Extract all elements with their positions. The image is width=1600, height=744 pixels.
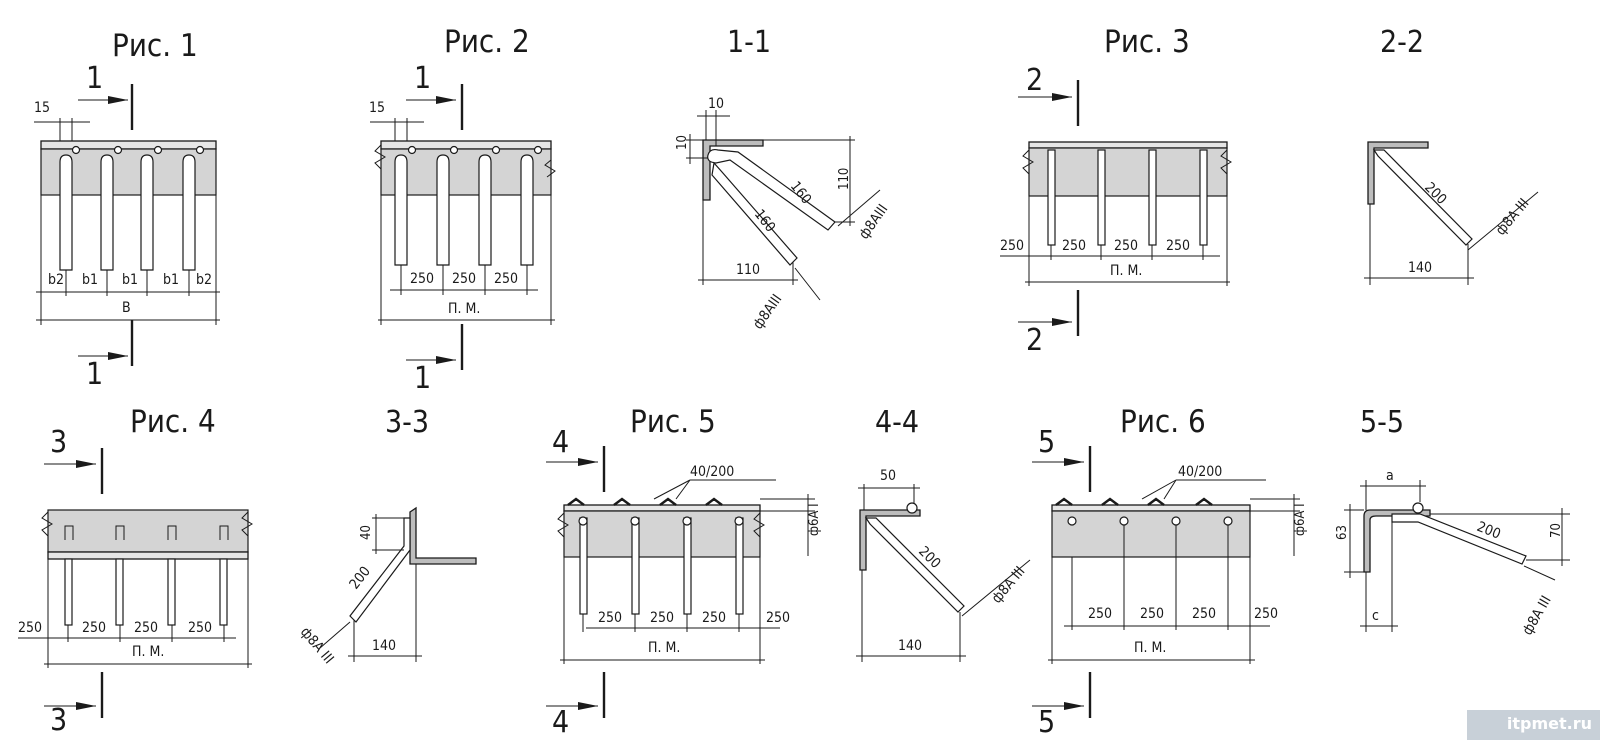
section-4-4-title: 4-4 (875, 405, 919, 440)
cut-mark-1-top: 1 (86, 61, 103, 96)
svg-text:70: 70 (1549, 523, 1564, 538)
svg-text:ф8А III: ф8А III (1493, 196, 1533, 239)
svg-text:250: 250 (1140, 606, 1164, 622)
svg-text:250: 250 (1088, 606, 1112, 622)
svg-text:40: 40 (359, 525, 374, 540)
svg-text:250: 250 (1192, 606, 1216, 622)
cut-mark-1-bottom: 1 (86, 357, 103, 392)
svg-text:250: 250 (650, 610, 674, 626)
svg-text:40/200: 40/200 (690, 464, 734, 480)
anchor-bars (59, 145, 205, 271)
figure-2: Рис. 2 1 1 15 250 250 250 П. М. (369, 24, 556, 396)
svg-text:b1: b1 (82, 272, 98, 288)
svg-text:П. М.: П. М. (1110, 263, 1142, 279)
svg-text:b1: b1 (163, 272, 179, 288)
section-3-3: 3-3 40 200 140 ф8А III (297, 405, 477, 667)
figure-5: Рис. 5 4 4 40/200 ф6А I 250 250 250 250 … (546, 404, 822, 740)
svg-text:ф8А III: ф8А III (989, 564, 1029, 607)
svg-text:a: a (1386, 468, 1394, 484)
svg-text:250: 250 (410, 271, 434, 287)
section-3-3-title: 3-3 (385, 405, 429, 440)
svg-text:ф8АIII: ф8АIII (856, 202, 891, 243)
svg-text:40/200: 40/200 (1178, 464, 1222, 480)
figure-6-title: Рис. 6 (1120, 404, 1206, 440)
anchor-bars (394, 145, 543, 266)
svg-text:3: 3 (50, 425, 67, 460)
svg-text:1: 1 (414, 361, 431, 396)
angle-plate (40, 140, 217, 150)
svg-text:ф8А III: ф8А III (297, 624, 337, 667)
svg-text:B: B (122, 300, 131, 316)
svg-text:10: 10 (675, 135, 690, 150)
figure-4-title: Рис. 4 (130, 404, 216, 440)
section-2-2-title: 2-2 (1380, 25, 1424, 60)
svg-text:ф6А I: ф6А I (807, 503, 822, 536)
svg-text:250: 250 (18, 620, 42, 636)
svg-text:ф8АIII: ф8АIII (750, 292, 785, 333)
figure-5-title: Рис. 5 (630, 404, 716, 440)
svg-text:ф8А III: ф8А III (1520, 593, 1555, 638)
anchor-bars (1067, 516, 1233, 557)
svg-text:250: 250 (134, 620, 158, 636)
watermark-text: itpmet.ru (1506, 714, 1592, 733)
svg-text:4: 4 (552, 425, 569, 460)
svg-text:250: 250 (1062, 238, 1086, 254)
svg-text:250: 250 (1000, 238, 1024, 254)
svg-text:10: 10 (708, 96, 724, 112)
svg-text:250: 250 (1166, 238, 1190, 254)
svg-text:b2: b2 (196, 272, 212, 288)
svg-text:50: 50 (880, 468, 896, 484)
figure-2-title: Рис. 2 (444, 24, 530, 60)
svg-text:15: 15 (34, 100, 50, 116)
svg-text:2: 2 (1026, 323, 1043, 358)
svg-text:c: c (1372, 608, 1379, 624)
svg-text:5: 5 (1038, 425, 1055, 460)
watermark-badge: itpmet.ru (1467, 710, 1600, 740)
svg-text:250: 250 (494, 271, 518, 287)
svg-text:15: 15 (369, 100, 385, 116)
figure-4: Рис. 4 3 3 250 250 250 250 П. М. (18, 404, 253, 738)
svg-text:250: 250 (188, 620, 212, 636)
section-5-5-title: 5-5 (1360, 405, 1404, 440)
svg-text:250: 250 (702, 610, 726, 626)
section-1-1: 1-1 10 10 110 160 160 110 ф8АIII ф8АIII (675, 25, 891, 332)
svg-text:5: 5 (1038, 705, 1055, 740)
section-1-1-title: 1-1 (727, 25, 771, 60)
figure-3-title: Рис. 3 (1104, 24, 1190, 60)
svg-text:110: 110 (736, 262, 760, 278)
figure-6: Рис. 6 5 5 40/200 ф6А I 250 250 250 250 … (1032, 404, 1308, 740)
svg-text:П. М.: П. М. (648, 640, 680, 656)
section-2-2: 2-2 200 140 ф8А III (1364, 25, 1539, 285)
svg-text:110: 110 (837, 168, 852, 190)
svg-text:200: 200 (347, 564, 374, 593)
section-4-4: 4-4 50 200 140 ф8А III (856, 405, 1031, 662)
svg-text:250: 250 (82, 620, 106, 636)
svg-text:140: 140 (372, 638, 396, 654)
svg-text:b2: b2 (48, 272, 64, 288)
svg-text:3: 3 (50, 703, 67, 738)
svg-text:63: 63 (1335, 525, 1350, 540)
svg-text:250: 250 (452, 271, 476, 287)
section-5-5: 5-5 a 63 200 70 c ф8А III (1335, 405, 1570, 638)
figure-1-title: Рис. 1 (112, 28, 198, 64)
svg-text:250: 250 (1114, 238, 1138, 254)
svg-text:250: 250 (598, 610, 622, 626)
svg-text:П. М.: П. М. (448, 301, 480, 317)
svg-text:4: 4 (552, 705, 569, 740)
svg-text:П. М.: П. М. (132, 644, 164, 660)
svg-text:ф6А I: ф6А I (1293, 503, 1308, 536)
svg-text:250: 250 (766, 610, 790, 626)
figure-3: Рис. 3 2 2 250 250 250 250 П. М. (1000, 24, 1232, 358)
svg-text:2: 2 (1026, 63, 1043, 98)
svg-text:b1: b1 (122, 272, 138, 288)
svg-text:П. М.: П. М. (1134, 640, 1166, 656)
svg-text:1: 1 (414, 61, 431, 96)
figure-1: Рис. 1 1 1 15 b2 b1 b1 b1 b2 B (34, 28, 220, 392)
svg-text:140: 140 (898, 638, 922, 654)
svg-text:250: 250 (1254, 606, 1278, 622)
svg-text:140: 140 (1408, 260, 1432, 276)
